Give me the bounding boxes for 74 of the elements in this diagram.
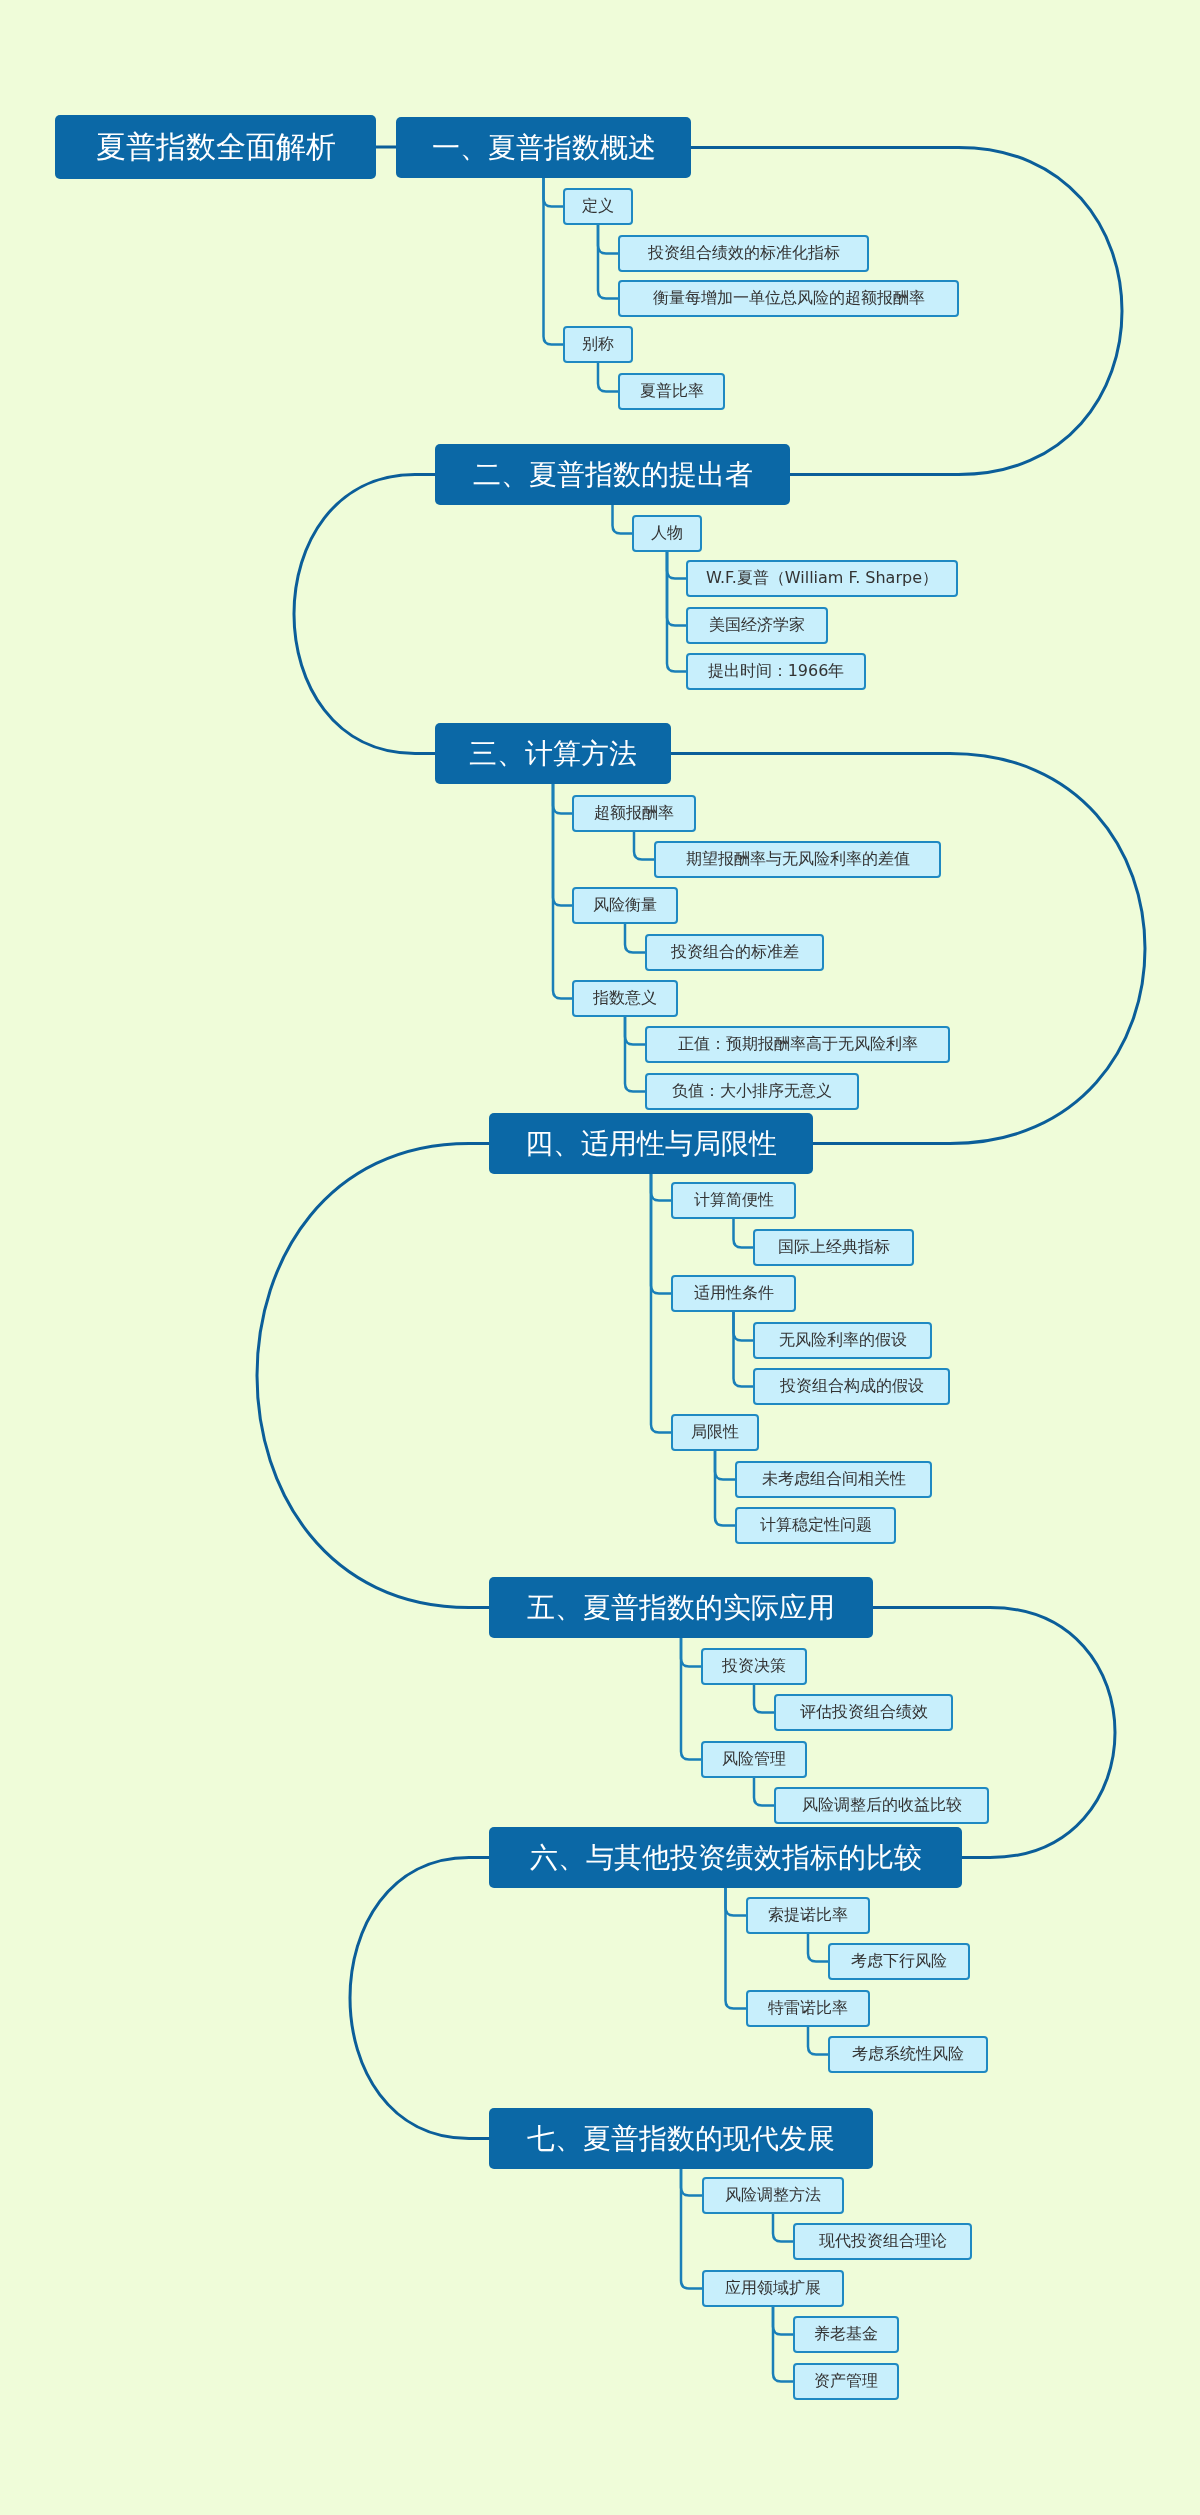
- subtopic-box: 正值：预期报酬率高于无风险利率: [645, 1026, 950, 1063]
- subtopic-box: 未考虑组合间相关性: [735, 1461, 932, 1498]
- connector-line: [596, 225, 618, 300]
- subtopic-box: 计算简便性: [671, 1182, 796, 1219]
- connector-line: [542, 178, 563, 346]
- connector-line: [732, 1219, 753, 1249]
- topic-box: 六、与其他投资绩效指标的比较: [489, 1827, 962, 1888]
- topic-box: 七、夏普指数的现代发展: [489, 2108, 873, 2169]
- subtopic-box: 计算稳定性问题: [735, 1507, 896, 1544]
- connector-line: [732, 1312, 753, 1388]
- topic-box: 三、计算方法: [435, 723, 671, 784]
- subtopic-box: 现代投资组合理论: [793, 2223, 972, 2260]
- connector-line: [665, 552, 686, 673]
- subtopic-box: 美国经济学家: [686, 607, 828, 644]
- subtopic-box: 投资组合绩效的标准化指标: [618, 235, 869, 272]
- connector-line: [752, 1685, 774, 1714]
- subtopic-box: 资产管理: [793, 2363, 899, 2400]
- connector-line: [806, 2027, 828, 2056]
- subtopic-box: 无风险利率的假设: [753, 1322, 932, 1359]
- connector-line: [376, 145, 396, 149]
- connector-line: [724, 1888, 746, 2010]
- subtopic-box: 风险调整方法: [702, 2177, 844, 2214]
- connector-line: [713, 1451, 735, 1527]
- subtopic-box: 考虑系统性风险: [828, 2036, 988, 2073]
- connector-line: [752, 1778, 774, 1807]
- connector-line: [255, 1142, 489, 1609]
- subtopic-box: 风险衡量: [572, 887, 678, 924]
- subtopic-box: 投资决策: [701, 1648, 807, 1685]
- subtopic-box: 适用性条件: [671, 1275, 796, 1312]
- subtopic-box: 风险调整后的收益比较: [774, 1787, 989, 1824]
- connector-line: [771, 2307, 793, 2383]
- subtopic-box: 衡量每增加一单位总风险的超额报酬率: [618, 280, 959, 317]
- connector-line: [771, 2214, 793, 2243]
- topic-box: 二、夏普指数的提出者: [435, 444, 790, 505]
- subtopic-box: 索提诺比率: [746, 1897, 870, 1934]
- subtopic-box: 指数意义: [572, 980, 678, 1017]
- connector-line: [679, 1638, 701, 1761]
- subtopic-box: 风险管理: [701, 1741, 807, 1778]
- subtopic-box: 夏普比率: [618, 373, 725, 410]
- topic-box: 五、夏普指数的实际应用: [489, 1577, 873, 1638]
- subtopic-box: 考虑下行风险: [828, 1943, 970, 1980]
- connector-line: [292, 473, 435, 755]
- topic-box: 四、适用性与局限性: [489, 1113, 813, 1174]
- subtopic-box: 定义: [563, 188, 633, 225]
- subtopic-box: 养老基金: [793, 2316, 899, 2353]
- connector-line: [691, 146, 1123, 476]
- connector-line: [551, 784, 572, 1000]
- connector-line: [806, 1934, 828, 1963]
- central-topic-box: 夏普指数全面解析: [55, 115, 376, 179]
- connector-line: [596, 363, 618, 393]
- subtopic-box: 投资组合的标准差: [645, 934, 824, 971]
- connector-line: [623, 1017, 645, 1093]
- subtopic-box: 期望报酬率与无风险利率的差值: [654, 841, 941, 878]
- subtopic-box: 应用领域扩展: [702, 2270, 844, 2307]
- connector-line: [679, 2169, 702, 2290]
- topic-box: 一、夏普指数概述: [396, 117, 691, 178]
- subtopic-box: 局限性: [671, 1414, 759, 1451]
- connector-line: [623, 924, 645, 954]
- connector-line: [649, 1174, 671, 1434]
- subtopic-box: 人物: [632, 515, 702, 552]
- connector-line: [671, 752, 1147, 1145]
- connector-line: [873, 1606, 1117, 1859]
- subtopic-box: 别称: [563, 326, 633, 363]
- connector-line: [632, 832, 654, 861]
- subtopic-box: 评估投资组合绩效: [774, 1694, 953, 1731]
- subtopic-box: 超额报酬率: [572, 795, 696, 832]
- subtopic-box: 国际上经典指标: [753, 1229, 914, 1266]
- connector-line: [348, 1856, 489, 2140]
- subtopic-box: W.F.夏普（William F. Sharpe）: [686, 560, 958, 597]
- subtopic-box: 提出时间：1966年: [686, 653, 866, 690]
- subtopic-box: 负值：大小排序无意义: [645, 1073, 859, 1110]
- subtopic-box: 特雷诺比率: [746, 1990, 870, 2027]
- connector-line: [611, 505, 632, 535]
- subtopic-box: 投资组合构成的假设: [753, 1368, 950, 1405]
